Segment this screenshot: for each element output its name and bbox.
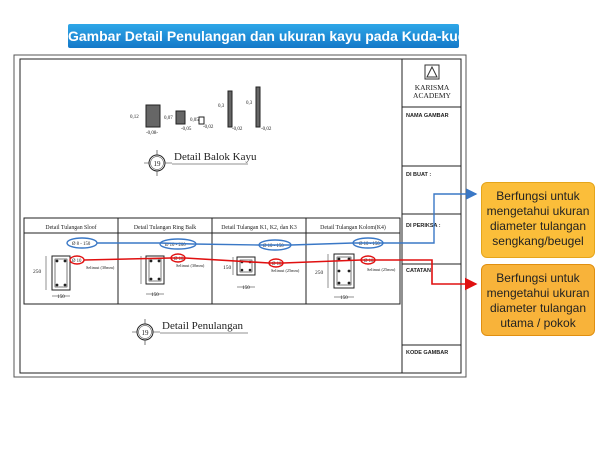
timber-dim-3-h: 0,05 (190, 118, 199, 123)
ring-balk-sengkang-label: Ø 10 - 200 (165, 243, 186, 248)
kolom-k4-selimut-label: Selimut (25mm) (367, 267, 396, 272)
balok-kayu-section: 0,12 -0,08- 0,07 -0,05 0,05 -0,02 0,3 -0… (130, 86, 272, 176)
k1k2k3-height-dim: 150 (223, 265, 232, 271)
company-name-line2: ACADEMY (413, 91, 452, 100)
ring-balk-width-dim: 150 (151, 293, 159, 298)
sloof-utama-label: Ø 10 (72, 259, 82, 264)
utama-connector (83, 257, 478, 291)
column-title-kolom-k4: Detail Tulangan Kolom(K4) (320, 224, 386, 231)
penulangan-section-title: Detail Penulangan (162, 320, 243, 332)
timber-dim-2-h: 0,07 (164, 116, 173, 121)
k1k2k3-utama-label: Ø 10 (272, 262, 282, 267)
k1k2k3-width-dim: 150 (242, 286, 250, 291)
rebar-section-k1k2k3 (236, 256, 256, 276)
section-marker-icon (132, 319, 160, 345)
sheet-outer-border (13, 54, 467, 378)
balok-section-number: 19 (154, 160, 162, 168)
field-nama-gambar: NAMA GAMBAR (406, 113, 449, 119)
timber-section-2 (175, 110, 186, 125)
penulangan-section-number: 19 (142, 329, 150, 337)
sloof-selimut-label: Selimut (30mm) (86, 265, 115, 270)
field-diperiksa: DI PERIKSA : (406, 223, 441, 229)
ring-balk-utama-label: Ø 10 (174, 257, 184, 262)
penulangan-table: Detail Tulangan Sloof Detail Tulangan Ri… (23, 188, 478, 305)
section-marker-icon (144, 150, 172, 176)
sloof-height-dim: 250 (33, 269, 42, 275)
timber-dim-5-h: 0,3 (246, 101, 253, 106)
kolom-k4-sengkang-label: Ø 10 - 150 (359, 242, 380, 247)
k1k2k3-selimut-label: Selimut (25mm) (271, 268, 300, 273)
title-block: KARISMA ACADEMY NAMA GAMBAR DI BUAT : DI… (401, 59, 461, 373)
timber-dim-1-h: 0,12 (130, 115, 139, 120)
penulangan-title-group: 19 Detail Penulangan (132, 319, 248, 345)
column-title-k1k2k3: Detail Tulangan K1, K2, dan K3 (221, 225, 297, 231)
timber-section-3 (198, 116, 205, 125)
timber-dim-4-h: 0,3 (218, 104, 225, 109)
timber-dim-2-w: -0,05 (181, 127, 192, 132)
rebar-section-sloof (51, 255, 71, 291)
balok-section-title: Detail Balok Kayu (174, 151, 257, 163)
timber-section-1 (145, 104, 161, 128)
sloof-width-dim: 150 (57, 295, 65, 300)
timber-dim-1-w: -0,08- (146, 131, 158, 136)
field-catatan: CATATAN (406, 268, 431, 274)
karisma-logo-icon (424, 64, 440, 80)
field-dibuat: DI BUAT : (406, 172, 431, 178)
timber-dim-3-w: -0,02 (203, 125, 214, 130)
note-sengkang: Berfungsi untuk mengetahui ukuran diamet… (481, 182, 595, 258)
kolom-k4-width-dim: 150 (340, 296, 348, 301)
sengkang-connector (97, 188, 478, 246)
company-name-line1: KARISMA (415, 83, 450, 92)
ring-balk-selimut-label: Selimut (30mm) (176, 263, 205, 268)
field-kode-gambar: KODE GAMBAR (406, 350, 448, 356)
timber-section-5 (255, 86, 261, 128)
kolom-k4-height-dim: 250 (315, 270, 324, 276)
banner-title: Gambar Detail Penulangan dan ukuran kayu… (68, 24, 479, 48)
sheet-inner-border (19, 58, 462, 374)
timber-dim-4-w: -0,02 (232, 127, 243, 132)
rebar-section-kolom-k4 (333, 253, 355, 289)
note-utama: Berfungsi untuk mengetahui ukuran diamet… (481, 264, 595, 336)
timber-section-4 (227, 90, 233, 128)
rebar-section-ring-balk (145, 255, 165, 285)
column-title-ring-balk: Detail Tulangan Ring Balk (134, 225, 196, 231)
column-title-sloof: Detail Tulangan Sloof (45, 224, 96, 231)
kolom-k4-utama-label: Ø 10 (364, 259, 374, 264)
k1k2k3-sengkang-label: Ø 10 - 150 (263, 244, 284, 249)
timber-dim-5-w: -0,02 (261, 127, 272, 132)
sloof-sengkang-label: Ø 8 - 150 (72, 242, 91, 247)
